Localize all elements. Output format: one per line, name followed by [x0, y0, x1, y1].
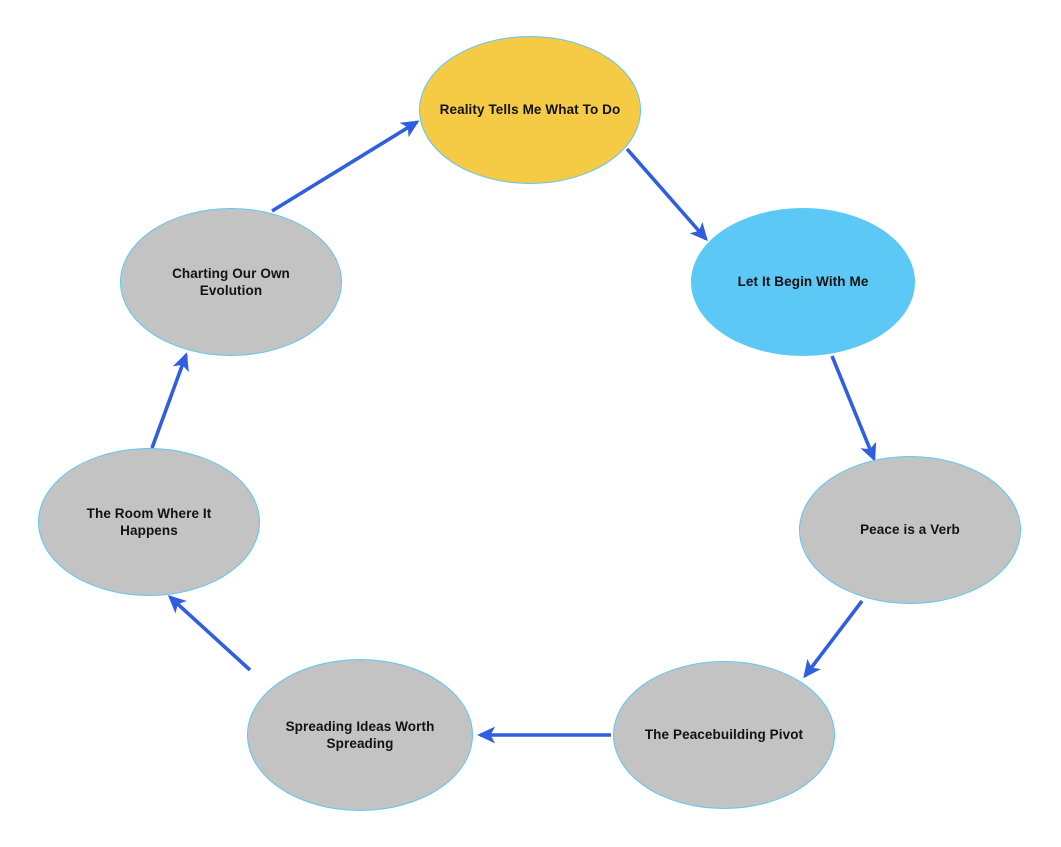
edge-peace-verb-to-peacebuilding-pivot [803, 599, 864, 679]
node-label: The Peacebuilding Pivot [644, 727, 804, 743]
node-label: Let It Begin With Me [737, 274, 869, 290]
node-label: Spreading Ideas Worth Spreading [285, 718, 435, 751]
edge-let-it-begin-to-peace-verb [830, 355, 877, 462]
edge-spreading-ideas-to-room-where [167, 595, 252, 672]
node-label: Peace is a Verb [860, 522, 960, 538]
node-reality-tells-me-what-to-do[interactable]: Reality Tells Me What To Do [419, 36, 641, 184]
node-label: The Room Where It Happens [86, 505, 212, 538]
edge-room-where-to-charting-evolution [150, 352, 189, 449]
node-the-room-where-it-happens[interactable]: The Room Where It Happens [38, 448, 260, 596]
node-label: Reality Tells Me What To Do [439, 102, 621, 118]
edge-reality-to-let-it-begin [625, 147, 708, 242]
node-peace-is-a-verb[interactable]: Peace is a Verb [799, 456, 1021, 604]
node-charting-our-own-evolution[interactable]: Charting Our Own Evolution [120, 208, 342, 356]
node-spreading-ideas-worth-spreading[interactable]: Spreading Ideas Worth Spreading [247, 659, 473, 811]
node-let-it-begin-with-me[interactable]: Let It Begin With Me [691, 208, 915, 356]
node-the-peacebuilding-pivot[interactable]: The Peacebuilding Pivot [613, 661, 835, 809]
edge-charting-evolution-to-reality [271, 120, 420, 213]
node-label: Charting Our Own Evolution [172, 265, 290, 298]
